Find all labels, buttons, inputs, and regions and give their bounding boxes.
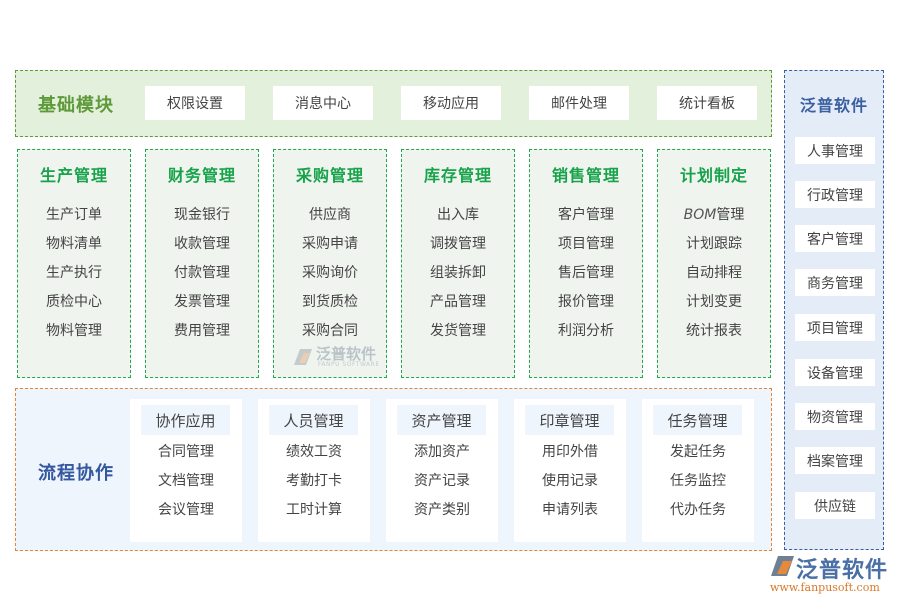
card-title[interactable]: 资产管理 xyxy=(397,405,486,435)
module-item[interactable]: 出入库 xyxy=(437,207,479,223)
logo-name: 泛普软件 xyxy=(796,558,889,583)
mobile-app-button[interactable]: 移动应用 xyxy=(401,86,501,120)
module-item[interactable]: 售后管理 xyxy=(558,265,614,281)
card-item[interactable]: 用印外借 xyxy=(542,444,598,460)
module-inventory: 库存管理 出入库 调拨管理 组装拆卸 产品管理 发货管理 xyxy=(401,149,515,378)
flow-card-assets: 资产管理 添加资产 资产记录 资产类别 xyxy=(386,399,498,542)
module-item[interactable]: 质检中心 xyxy=(46,294,102,310)
module-finance: 财务管理 现金银行 收款管理 付款管理 发票管理 费用管理 xyxy=(145,149,259,378)
statistics-board-button[interactable]: 统计看板 xyxy=(657,86,757,120)
card-title[interactable]: 任务管理 xyxy=(653,405,742,435)
fanpu-logo: 泛普软件 www.fanpusoft.com xyxy=(768,552,898,598)
bom-suffix: 管理 xyxy=(716,207,745,223)
module-item[interactable]: 自动排程 xyxy=(686,265,742,281)
card-title[interactable]: 人员管理 xyxy=(269,405,358,435)
card-item[interactable]: 考勤打卡 xyxy=(286,473,342,489)
module-item[interactable]: 发票管理 xyxy=(174,294,230,310)
flow-collaboration-panel: 流程协作 协作应用 合同管理 文档管理 会议管理 人员管理 绩效工资 考勤打卡 … xyxy=(15,388,772,551)
module-item[interactable]: 物料管理 xyxy=(46,323,102,339)
module-item[interactable]: 报价管理 xyxy=(558,294,614,310)
module-item[interactable]: 采购申请 xyxy=(302,236,358,252)
module-item[interactable]: 物料清单 xyxy=(46,236,102,252)
watermark-sub: FANPU SOFTWARE xyxy=(318,361,380,368)
flow-card-seal: 印章管理 用印外借 使用记录 申请列表 xyxy=(514,399,626,542)
side-item-admin[interactable]: 行政管理 xyxy=(795,181,875,208)
flow-title: 流程协作 xyxy=(38,463,114,484)
module-item[interactable]: 采购询价 xyxy=(302,265,358,281)
mail-processing-button[interactable]: 邮件处理 xyxy=(529,86,629,120)
module-item[interactable]: 供应商 xyxy=(309,207,351,223)
card-item[interactable]: 申请列表 xyxy=(542,502,598,518)
module-item[interactable]: 现金银行 xyxy=(174,207,230,223)
module-purchasing: 采购管理 供应商 采购申请 采购询价 到货质检 采购合同 xyxy=(273,149,387,378)
card-item[interactable]: 添加资产 xyxy=(414,444,470,460)
module-sales: 销售管理 客户管理 项目管理 售后管理 报价管理 利润分析 xyxy=(529,149,643,378)
card-item[interactable]: 资产类别 xyxy=(414,502,470,518)
module-item[interactable]: 发货管理 xyxy=(430,323,486,339)
module-title[interactable]: 库存管理 xyxy=(423,166,492,185)
module-item[interactable]: 生产订单 xyxy=(46,207,102,223)
card-item[interactable]: 会议管理 xyxy=(158,502,214,518)
side-item-hr[interactable]: 人事管理 xyxy=(795,137,875,164)
side-title: 泛普软件 xyxy=(799,96,868,115)
side-item-supply-chain[interactable]: 供应链 xyxy=(795,492,875,519)
fanpu-logo-icon xyxy=(771,556,794,576)
card-item[interactable]: 资产记录 xyxy=(414,473,470,489)
flow-card-collaboration: 协作应用 合同管理 文档管理 会议管理 xyxy=(130,399,242,542)
fanpu-logo-icon xyxy=(294,349,312,365)
module-item-bom[interactable]: BOM管理 xyxy=(658,205,770,234)
side-item-materials[interactable]: 物资管理 xyxy=(795,403,875,430)
module-item[interactable]: 计划变更 xyxy=(686,294,742,310)
basic-module-title: 基础模块 xyxy=(38,95,114,116)
card-item[interactable]: 使用记录 xyxy=(542,473,598,489)
watermark: 泛普软件 FANPU SOFTWARE xyxy=(290,343,385,371)
module-item[interactable]: 统计报表 xyxy=(686,323,742,339)
side-item-archives[interactable]: 档案管理 xyxy=(795,447,875,474)
card-item[interactable]: 工时计算 xyxy=(286,502,342,518)
flow-card-personnel: 人员管理 绩效工资 考勤打卡 工时计算 xyxy=(258,399,370,542)
module-item[interactable]: 采购合同 xyxy=(302,323,358,339)
watermark-name: 泛普软件 xyxy=(316,345,377,363)
module-item[interactable]: 组装拆卸 xyxy=(430,265,486,281)
flow-card-tasks: 任务管理 发起任务 任务监控 代办任务 xyxy=(642,399,754,542)
module-planning: 计划制定 BOM管理 计划跟踪 自动排程 计划变更 统计报表 xyxy=(657,149,771,378)
basic-module-panel: 基础模块 权限设置 消息中心 移动应用 邮件处理 统计看板 xyxy=(15,70,772,137)
module-item[interactable]: 项目管理 xyxy=(558,236,614,252)
module-item[interactable]: 产品管理 xyxy=(430,294,486,310)
side-item-business[interactable]: 商务管理 xyxy=(795,269,875,296)
card-item[interactable]: 文档管理 xyxy=(158,473,214,489)
module-item[interactable]: 到货质检 xyxy=(302,294,358,310)
bom-prefix: BOM xyxy=(683,207,717,223)
card-title[interactable]: 印章管理 xyxy=(525,405,614,435)
module-item[interactable]: 利润分析 xyxy=(558,323,614,339)
card-item[interactable]: 代办任务 xyxy=(670,502,726,518)
side-item-customer[interactable]: 客户管理 xyxy=(795,225,875,252)
module-title[interactable]: 财务管理 xyxy=(167,166,236,185)
side-item-project[interactable]: 项目管理 xyxy=(795,314,875,341)
message-center-button[interactable]: 消息中心 xyxy=(273,86,373,120)
module-item[interactable]: 收款管理 xyxy=(174,236,230,252)
card-item[interactable]: 绩效工资 xyxy=(286,444,342,460)
card-item[interactable]: 发起任务 xyxy=(670,444,726,460)
module-production: 生产管理 生产订单 物料清单 生产执行 质检中心 物料管理 xyxy=(17,149,131,378)
logo-url[interactable]: www.fanpusoft.com xyxy=(770,581,880,594)
permission-settings-button[interactable]: 权限设置 xyxy=(145,86,245,120)
fanpu-side-panel: 泛普软件 人事管理 行政管理 客户管理 商务管理 项目管理 设备管理 物资管理 … xyxy=(784,70,884,550)
card-item[interactable]: 任务监控 xyxy=(670,473,726,489)
card-title[interactable]: 协作应用 xyxy=(141,405,230,435)
side-item-equipment[interactable]: 设备管理 xyxy=(795,359,875,386)
module-item[interactable]: 调拨管理 xyxy=(430,236,486,252)
module-title[interactable]: 销售管理 xyxy=(551,166,620,185)
module-item[interactable]: 付款管理 xyxy=(174,265,230,281)
module-title[interactable]: 采购管理 xyxy=(295,166,364,185)
module-item[interactable]: 客户管理 xyxy=(558,207,614,223)
module-item[interactable]: 生产执行 xyxy=(46,265,102,281)
module-item[interactable]: 费用管理 xyxy=(174,323,230,339)
module-item[interactable]: 计划跟踪 xyxy=(686,236,742,252)
module-title[interactable]: 生产管理 xyxy=(39,166,108,185)
module-title[interactable]: 计划制定 xyxy=(679,166,748,185)
card-item[interactable]: 合同管理 xyxy=(158,444,214,460)
